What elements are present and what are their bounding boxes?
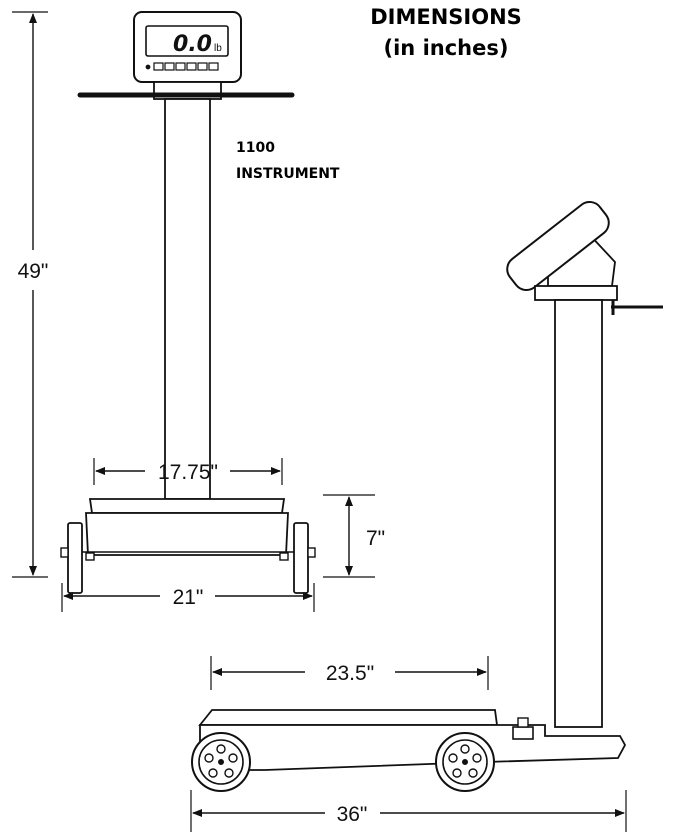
lcd-reading: 0.0 bbox=[173, 32, 212, 57]
platform-base bbox=[85, 512, 289, 556]
dim-overall-length: 36" bbox=[190, 790, 627, 832]
dim-base-depth-top: 17.75" bbox=[93, 458, 283, 485]
dim-base-height-label: 7" bbox=[366, 527, 385, 550]
side-view bbox=[191, 200, 663, 792]
diagram-title: DIMENSIONS bbox=[370, 5, 522, 29]
front-view bbox=[60, 11, 316, 594]
dim-height-label: 49" bbox=[18, 260, 49, 283]
wheel-left bbox=[67, 522, 83, 594]
instrument-name: INSTRUMENT bbox=[236, 166, 340, 182]
side-platform-top bbox=[198, 709, 499, 726]
dim-overall-width: 21" bbox=[61, 583, 315, 612]
side-instrument-housing bbox=[506, 200, 610, 292]
dim-platform-length-label: 23.5" bbox=[326, 662, 374, 685]
dim-overall-width-label: 21" bbox=[173, 586, 204, 609]
side-knob bbox=[512, 726, 534, 740]
dim-base-depth-top-label: 17.75" bbox=[158, 461, 218, 484]
dim-height: 49" bbox=[12, 11, 49, 578]
dim-base-height: 7" bbox=[323, 494, 385, 578]
side-base bbox=[199, 724, 627, 771]
lcd-display bbox=[145, 25, 229, 57]
dim-platform-length: 23.5" bbox=[210, 656, 489, 690]
side-collar bbox=[534, 285, 618, 301]
dim-overall-length-label: 36" bbox=[337, 803, 368, 826]
diagram-subtitle: (in inches) bbox=[384, 36, 509, 60]
side-column bbox=[554, 299, 603, 728]
keypad bbox=[145, 62, 219, 71]
platform-top bbox=[88, 498, 286, 514]
wheel-right bbox=[293, 522, 309, 594]
column bbox=[164, 98, 211, 500]
lcd-unit: lb bbox=[214, 43, 222, 54]
instrument-model: 1100 bbox=[236, 140, 275, 156]
